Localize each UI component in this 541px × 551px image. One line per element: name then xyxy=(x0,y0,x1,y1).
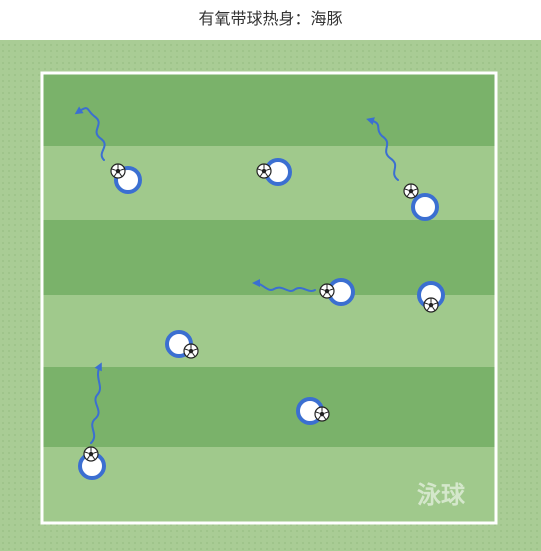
ball-icon xyxy=(403,183,419,199)
dribble-path-arrow xyxy=(90,362,102,444)
players xyxy=(78,158,445,480)
player-7 xyxy=(296,397,330,425)
ball-icon xyxy=(183,343,199,359)
player-5 xyxy=(417,281,445,313)
ball-icon xyxy=(314,406,330,422)
player-1 xyxy=(110,163,142,194)
ball-icon xyxy=(319,283,335,299)
stripe-dark xyxy=(42,367,496,447)
player-4 xyxy=(319,278,355,306)
pitch-boundary xyxy=(40,71,498,525)
dribble-paths xyxy=(74,106,399,444)
dribble-path-arrow xyxy=(366,117,399,181)
ball-icon xyxy=(110,163,126,179)
dribble-path-arrow xyxy=(74,106,106,161)
player-6 xyxy=(165,330,199,359)
stripe-dark xyxy=(42,220,496,295)
dribble-path-arrow xyxy=(252,279,316,292)
player-3 xyxy=(403,183,439,221)
stripe-light xyxy=(42,447,496,523)
player-2 xyxy=(256,158,292,186)
ball-icon xyxy=(83,446,99,462)
ball-icon xyxy=(423,297,439,313)
page-title: 有氧带球热身：海豚 xyxy=(198,9,343,28)
ball-icon xyxy=(256,163,272,179)
drill-diagram: 泳球 xyxy=(0,40,541,551)
stripe-dark xyxy=(42,73,496,146)
pitch xyxy=(40,71,498,525)
watermark: 泳球 xyxy=(417,481,466,509)
stripe-light xyxy=(42,295,496,367)
player-ring xyxy=(411,193,439,221)
player-8 xyxy=(78,446,106,480)
